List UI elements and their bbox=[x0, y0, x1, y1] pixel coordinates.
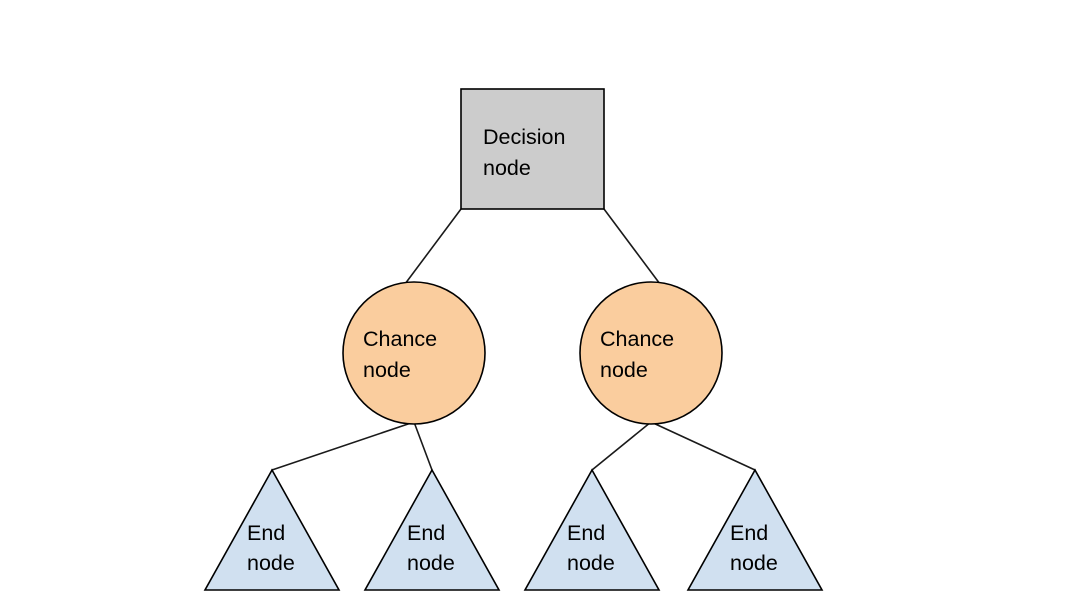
end-node-4-triangle[interactable] bbox=[686, 468, 824, 591]
edge-chance-left-to-end-2 bbox=[413, 421, 433, 471]
edge-layer bbox=[271, 208, 756, 471]
end-node-3-label-line1: End bbox=[567, 521, 605, 545]
chance-node-right-label-line2: node bbox=[600, 358, 648, 382]
end-node-1[interactable]: End node bbox=[203, 468, 341, 591]
decision-node-label-line2: node bbox=[483, 156, 531, 180]
decision-node[interactable]: Decision node bbox=[460, 88, 605, 210]
end-node-4-label-line1: End bbox=[730, 521, 768, 545]
end-node-3-label-line2: node bbox=[567, 551, 615, 575]
end-node-4[interactable]: End node bbox=[686, 468, 824, 591]
edge-chance-right-to-end-3 bbox=[591, 421, 652, 471]
edge-decision-to-chance-right bbox=[603, 208, 661, 285]
end-node-2-label-line1: End bbox=[407, 521, 445, 545]
end-node-2-label-line2: node bbox=[407, 551, 455, 575]
end-node-3[interactable]: End node bbox=[523, 468, 661, 591]
chance-node-right[interactable]: Chance node bbox=[579, 281, 723, 425]
decision-node-label-line1: Decision bbox=[483, 125, 565, 149]
chance-node-left-circle[interactable] bbox=[342, 281, 486, 425]
end-node-4-label-line2: node bbox=[730, 551, 778, 575]
end-node-1-triangle[interactable] bbox=[203, 468, 341, 591]
end-node-1-label-line1: End bbox=[247, 521, 285, 545]
chance-node-left-label-line1: Chance bbox=[363, 327, 437, 351]
chance-node-right-circle[interactable] bbox=[579, 281, 723, 425]
chance-node-right-label-line1: Chance bbox=[600, 327, 674, 351]
chance-node-left[interactable]: Chance node bbox=[342, 281, 486, 425]
end-node-3-triangle[interactable] bbox=[523, 468, 661, 591]
node-layer: Decision node Chance node Chance node En… bbox=[203, 88, 824, 591]
edge-decision-to-chance-left bbox=[404, 208, 462, 285]
chance-node-left-label-line2: node bbox=[363, 358, 411, 382]
edge-chance-left-to-end-1 bbox=[271, 421, 415, 471]
edge-chance-right-to-end-4 bbox=[650, 421, 756, 471]
end-node-2[interactable]: End node bbox=[363, 468, 501, 591]
end-node-1-label-line2: node bbox=[247, 551, 295, 575]
decision-node-rect[interactable] bbox=[460, 88, 605, 210]
end-node-2-triangle[interactable] bbox=[363, 468, 501, 591]
